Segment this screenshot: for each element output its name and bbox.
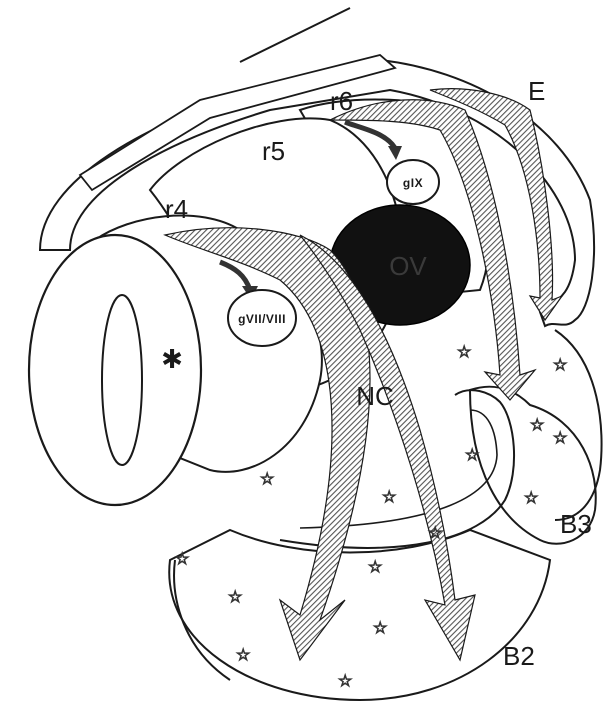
neural-tube-lumen (102, 295, 142, 465)
star-marker: ☆ (338, 671, 352, 690)
label-ov: OV (389, 251, 427, 281)
star-marker: ☆ (530, 415, 544, 434)
label-r5: r5 (262, 136, 285, 166)
star-marker: ☆ (553, 428, 567, 447)
star-marker: ☆ (465, 445, 479, 464)
label-r4: r4 (165, 194, 188, 224)
star-marker: ☆ (175, 549, 189, 568)
label-b2: B2 (503, 641, 535, 671)
star-marker: ☆ (382, 487, 396, 506)
label-b3: B3 (560, 509, 592, 539)
star-marker: ☆ (373, 618, 387, 637)
label-r6: r6 (330, 86, 353, 116)
star-marker: ☆ (236, 645, 250, 664)
label-nc: NC (356, 381, 394, 411)
asterisk-marker: ✱ (161, 345, 183, 375)
branchial-arch-b2 (169, 530, 550, 700)
star-marker: ☆ (457, 342, 471, 361)
star-marker: ☆ (553, 355, 567, 374)
star-marker: ☆ (428, 523, 442, 542)
star-marker: ☆ (228, 587, 242, 606)
label-gvii-viii: gVII/VIII (238, 312, 286, 326)
label-gix: gIX (403, 176, 423, 190)
star-marker: ☆ (524, 488, 538, 507)
star-marker: ☆ (368, 557, 382, 576)
label-e: E (528, 76, 545, 106)
star-marker: ☆ (260, 469, 274, 488)
top-boundary-line (240, 8, 350, 62)
